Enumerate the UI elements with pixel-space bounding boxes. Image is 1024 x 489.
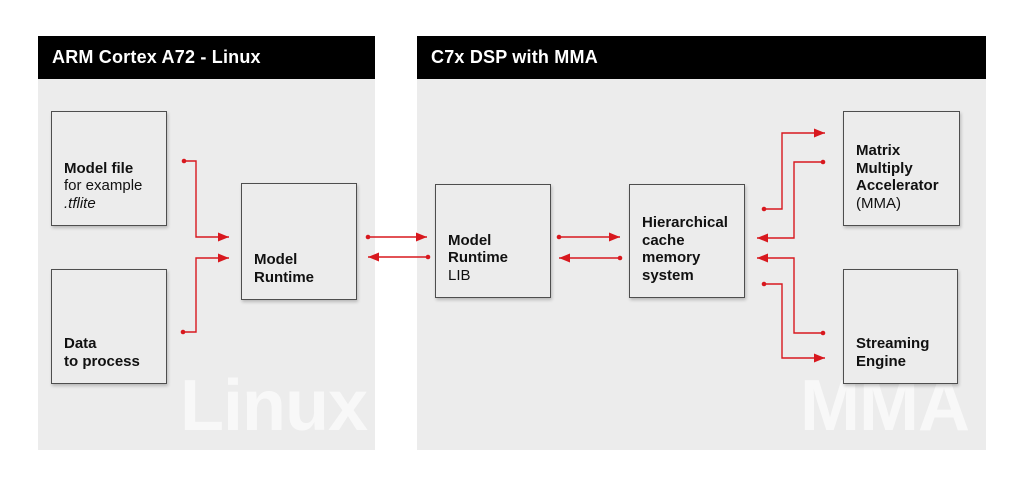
node-model-file: Model file for example .tflite <box>51 111 167 226</box>
node-streaming-line1: Streaming <box>856 335 930 352</box>
node-mma-line3: Accelerator <box>856 177 939 194</box>
panel-header-arm: ARM Cortex A72 - Linux <box>38 36 375 79</box>
node-mma-line4: (MMA) <box>856 194 901 212</box>
node-data-to-process: Data to process <box>51 269 167 384</box>
panel-c7x-dsp: MMA C7x DSP with MMA Model Runtime LIB H… <box>417 36 986 450</box>
node-model-runtime-line1: Model <box>254 251 298 268</box>
panel-title-arm: ARM Cortex A72 - Linux <box>52 47 261 67</box>
node-model-file-line2: for example <box>64 177 143 194</box>
watermark-linux: Linux <box>180 366 368 446</box>
node-mma-line2: Multiply <box>856 159 913 177</box>
node-streaming-line2: Engine <box>856 352 907 370</box>
node-model-runtime: Model Runtime <box>241 183 357 300</box>
node-lib-line2: Runtime <box>448 249 508 266</box>
panel-title-c7x: C7x DSP with MMA <box>431 47 598 67</box>
node-mma: Matrix Multiply Accelerator (MMA) <box>843 111 960 226</box>
node-mma-line1: Matrix <box>856 142 901 159</box>
node-streaming-engine: Streaming Engine <box>843 269 958 384</box>
node-cache-line1: Hierarchical <box>642 214 728 231</box>
node-lib-line1: Model <box>448 231 492 249</box>
node-model-runtime-line2: Runtime <box>254 268 314 286</box>
node-data-line2: to process <box>64 352 140 370</box>
node-cache-line4: system <box>642 266 694 284</box>
panel-arm-cortex: Linux ARM Cortex A72 - Linux Model file … <box>38 36 375 450</box>
node-model-file-line1: Model file <box>64 159 134 177</box>
panel-header-c7x: C7x DSP with MMA <box>417 36 986 79</box>
node-lib-line3: LIB <box>448 266 471 284</box>
node-cache-line3: memory <box>642 249 701 266</box>
node-data-line1: Data <box>64 335 97 352</box>
node-model-runtime-lib: Model Runtime LIB <box>435 184 551 298</box>
node-model-file-line3: .tflite <box>64 194 96 212</box>
node-cache-line2: cache <box>642 231 685 249</box>
node-cache-system: Hierarchical cache memory system <box>629 184 745 298</box>
